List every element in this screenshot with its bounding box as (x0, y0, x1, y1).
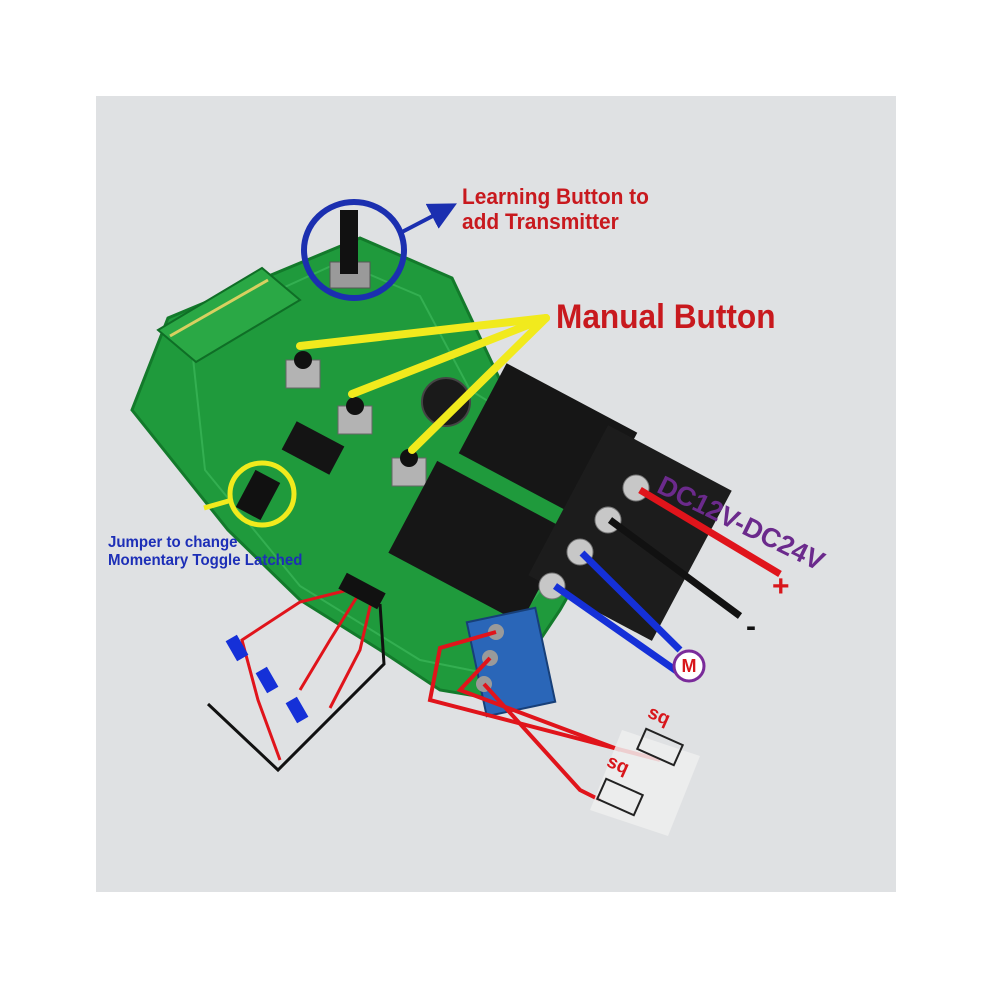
wire-external-common (206, 603, 386, 773)
wire-motor-1 (579, 550, 683, 653)
motor-circle (672, 649, 706, 683)
positive-symbol: + (772, 570, 790, 603)
learning-label-line-1: Learning Button to (462, 184, 649, 209)
rf-module (156, 266, 302, 364)
capacitor (421, 377, 471, 427)
manual-button-1-cap (294, 351, 312, 369)
negative-symbol: - (746, 610, 756, 643)
jumper-label-line-2: Momentary Toggle Latched (108, 552, 303, 570)
learning-highlight-circle (301, 199, 407, 301)
wire-external-3 (328, 597, 374, 709)
wire-negative (607, 517, 743, 619)
manual-arrow-1 (296, 314, 550, 350)
manual-arrow-2 (348, 314, 550, 398)
external-switch-1 (225, 634, 249, 662)
motor-label: M (681, 656, 697, 676)
manual-button-label: Manual Button (556, 298, 776, 336)
learning-arrow (401, 203, 457, 234)
wire-positive (638, 486, 782, 578)
jumper-label-line-1: Jumper to change (108, 534, 238, 551)
jumper-label: Jumper to change Momentary Toggle Latche… (108, 534, 302, 571)
header-pins (338, 572, 386, 610)
wire-external-1 (240, 588, 349, 761)
learning-label-line-2: add Transmitter (462, 209, 619, 235)
wire-external-2 (298, 591, 362, 691)
jumper-arrow (203, 497, 233, 511)
external-switches (225, 634, 309, 724)
learning-button-label: Learning Button to add Transmitter (462, 184, 649, 235)
learning-button-shaft (340, 210, 358, 274)
external-switch-3 (285, 696, 309, 724)
limit-switch-2 (595, 777, 645, 817)
wire-limit-3 (482, 682, 601, 802)
limit-switch-1 (635, 727, 685, 767)
external-switch-2 (255, 666, 279, 694)
wire-limit-2 (456, 656, 621, 752)
relay-2 (388, 460, 570, 624)
manual-arrow-3 (408, 314, 550, 454)
wire-limit-1 (427, 630, 661, 762)
manual-arrows (296, 314, 550, 454)
ic-chip (281, 421, 345, 475)
limit-switch-panel (590, 730, 700, 836)
jumper-block (235, 469, 281, 521)
wire-motor-2 (552, 583, 681, 675)
manual-button-2-cap (346, 397, 364, 415)
antenna-coil (169, 278, 269, 338)
jumper-highlight-circle (227, 460, 297, 528)
